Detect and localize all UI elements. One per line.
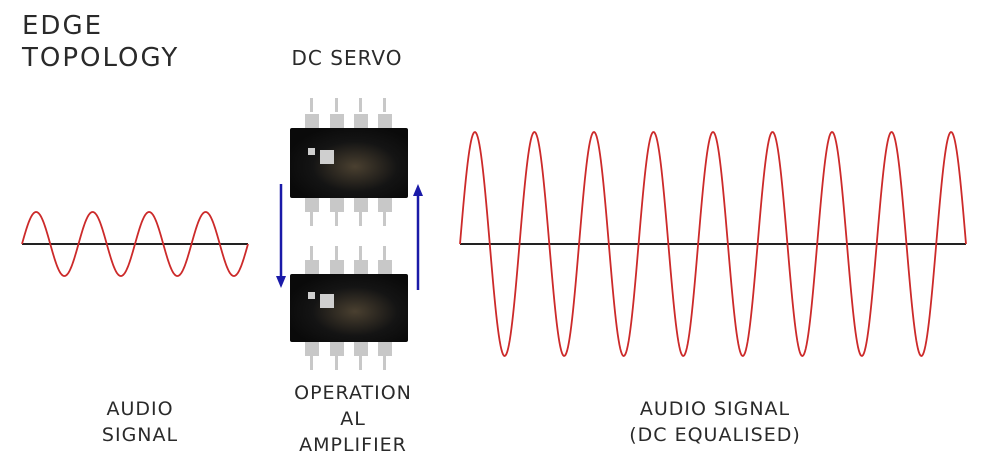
down-arrow [276, 184, 286, 288]
opamp-chip-body [290, 274, 408, 342]
input-label-line-1: AUDIO [106, 398, 174, 420]
output-signal-label: AUDIO SIGNAL (DC EQUALISED) [590, 396, 840, 448]
opamp-chip [290, 246, 408, 370]
dc-servo-chip-body [290, 128, 408, 198]
up-arrow [413, 184, 423, 290]
input-label-line-2: SIGNAL [101, 424, 179, 446]
dc-servo-chip-pins [305, 98, 392, 226]
dc-servo-chip [290, 98, 408, 226]
title-line-2: TOPOLOGY [22, 43, 180, 73]
title-line-1: EDGE [22, 11, 104, 41]
opamp-label-line-3: AMPLIFIER [299, 434, 407, 456]
opamp-label-line-1: OPERATION [294, 382, 412, 404]
opamp-label: OPERATION AL AMPLIFIER [268, 380, 438, 458]
output-label-line-2: (DC EQUALISED) [629, 424, 801, 446]
output-audio-wave [459, 130, 967, 358]
output-label-line-1: AUDIO SIGNAL [639, 398, 791, 420]
opamp-label-line-2: AL [340, 408, 366, 430]
dc-servo-label: DC SERVO [291, 46, 403, 70]
input-audio-wave [21, 211, 249, 277]
input-signal-label: AUDIO SIGNAL [70, 396, 210, 448]
diagram-title: EDGE TOPOLOGY [22, 10, 179, 74]
opamp-chip-pins [305, 246, 392, 370]
